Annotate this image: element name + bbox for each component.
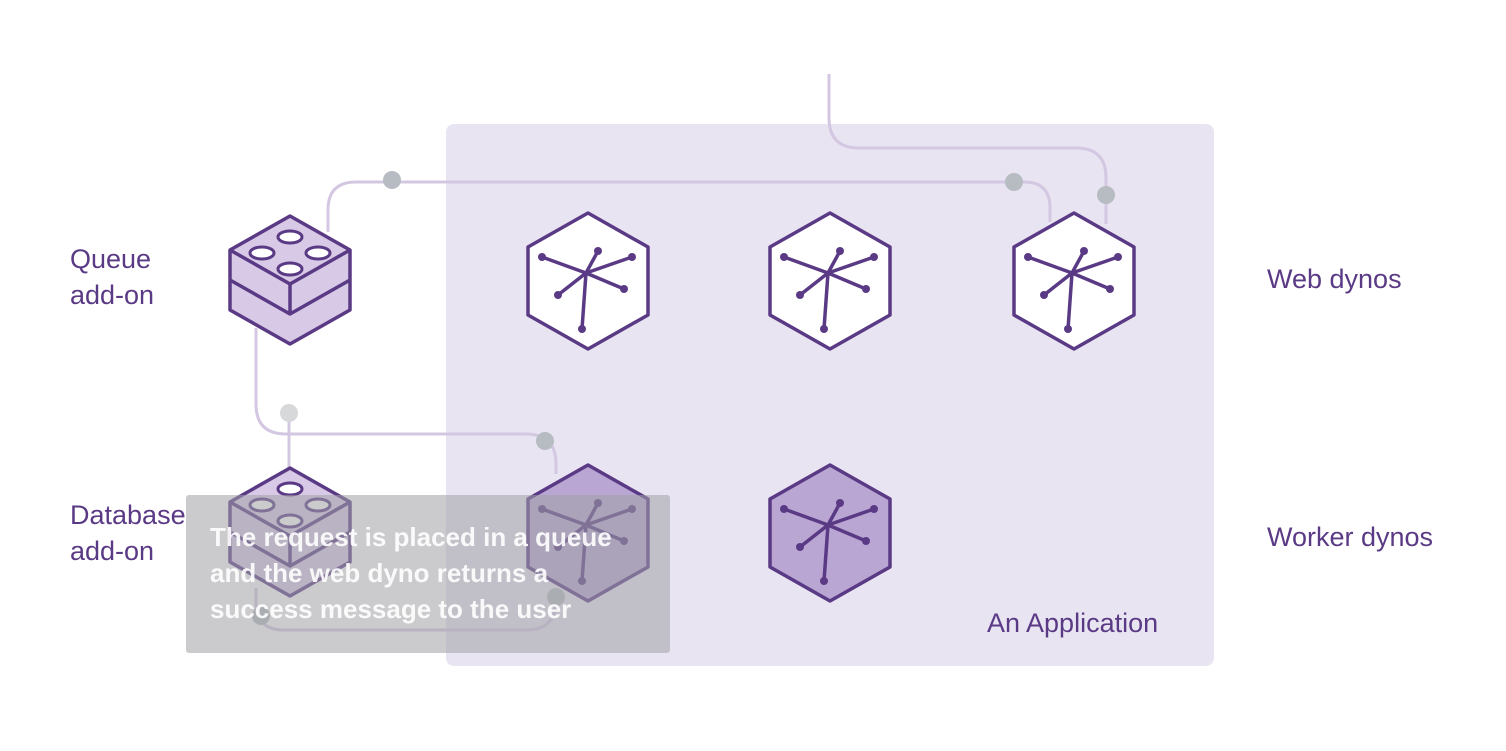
caption-overlay: The request is placed in a queue and the… bbox=[186, 495, 670, 653]
web-dyno-1-icon bbox=[526, 211, 650, 351]
queue-addon-icon bbox=[228, 214, 352, 346]
connector-router-to-web-dyno bbox=[827, 74, 1108, 224]
database-addon-label-line-2: add-on bbox=[70, 536, 155, 566]
connector-dot bbox=[383, 171, 401, 189]
web-dyno-3-icon bbox=[1012, 211, 1136, 351]
web-dyno-2-icon bbox=[768, 211, 892, 351]
connector-queue-to-web-dyno bbox=[326, 180, 1052, 232]
web-dynos-label: Web dynos bbox=[1267, 264, 1402, 294]
queue-addon-label-line-2: add-on bbox=[70, 280, 155, 310]
database-addon-label: Database add-on bbox=[70, 497, 186, 569]
worker-dynos-label: Worker dynos bbox=[1267, 522, 1434, 552]
connector-queue-to-worker bbox=[254, 328, 558, 474]
queue-addon-label-line-1: Queue bbox=[70, 244, 152, 274]
connector-dot bbox=[536, 432, 554, 450]
connector-dot bbox=[1005, 173, 1023, 191]
caption-text: The request is placed in a queue and the… bbox=[210, 522, 612, 624]
database-addon-label-line-1: Database bbox=[70, 500, 186, 530]
worker-dyno-2-icon bbox=[768, 463, 892, 603]
queue-addon-label: Queue add-on bbox=[70, 241, 154, 313]
connector-dot bbox=[280, 404, 298, 422]
connector-dot bbox=[1097, 186, 1115, 204]
application-label: An Application bbox=[987, 608, 1159, 638]
